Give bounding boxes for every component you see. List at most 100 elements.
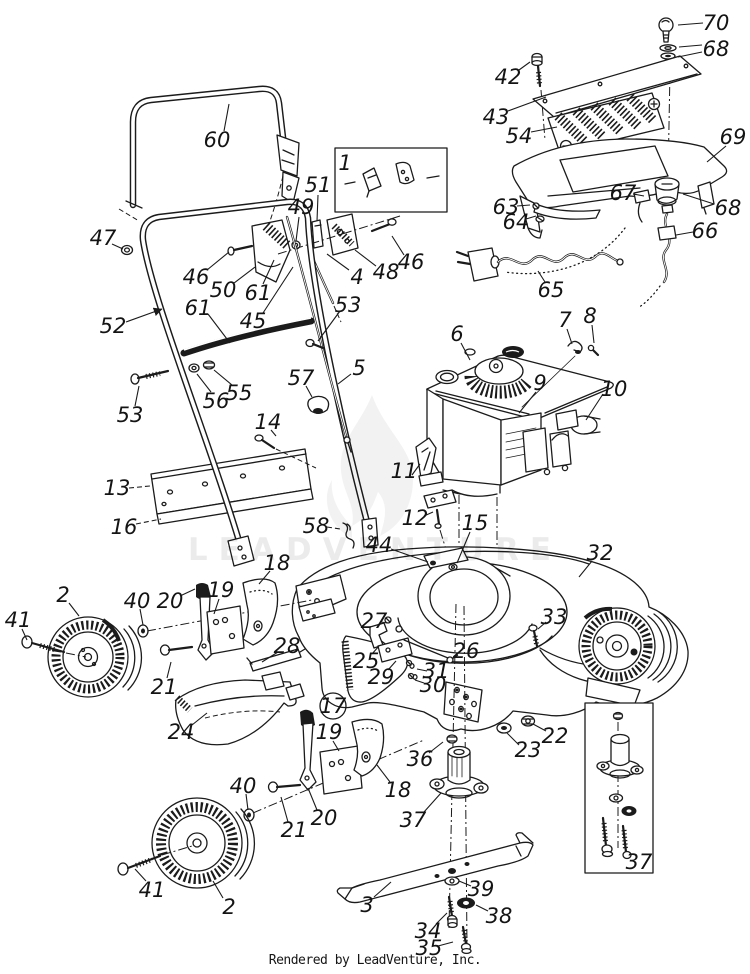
inset-box-1 (334, 147, 448, 213)
part-label-11: 11 (391, 459, 418, 483)
part-label-68: 68 (703, 37, 730, 61)
part-label-14: 14 (255, 410, 282, 434)
inset-box-37 (584, 702, 654, 874)
leader-line-43 (507, 96, 547, 112)
footer-credit: Rendered by LeadVenture, Inc. (268, 953, 482, 968)
part-label-2: 2 (222, 895, 235, 919)
part-label-38: 38 (486, 904, 513, 928)
leader-line-40 (245, 793, 249, 811)
wheel-bracket-set-a (137, 578, 313, 661)
leader-line-18 (258, 570, 271, 585)
part-label-61: 61 (185, 296, 212, 320)
leader-line-47 (111, 243, 124, 250)
leader-line-50 (233, 266, 256, 284)
leader-line-20 (307, 787, 318, 811)
leader-line-27 (380, 621, 388, 624)
leader-line-60 (223, 103, 230, 132)
leader-line-11 (411, 463, 421, 476)
part-label-34: 34 (415, 919, 442, 943)
engine-bracket-art (415, 437, 457, 557)
leader-line-21 (280, 796, 289, 823)
leader-line-68 (678, 44, 703, 48)
wheel-a-art (21, 616, 143, 698)
part-label-40: 40 (124, 589, 151, 613)
part-label-69: 69 (720, 125, 747, 149)
leader-line-14 (270, 429, 277, 437)
spindle-blade-art (336, 734, 534, 955)
part-label-6: 6 (450, 322, 463, 346)
part-label-66: 66 (692, 219, 719, 243)
part-label-48: 48 (373, 260, 400, 284)
leader-line-39 (458, 880, 472, 887)
ignition-switch-art (654, 177, 680, 214)
leader-line-63 (516, 204, 531, 207)
leader-line-13 (128, 485, 151, 489)
part-label-8: 8 (583, 304, 596, 328)
part-label-42: 42 (495, 65, 522, 89)
leader-line-45 (262, 266, 294, 314)
part-label-46: 46 (183, 265, 210, 289)
leader-line-24 (191, 712, 208, 726)
part-label-3: 3 (360, 893, 373, 917)
part-label-29: 29 (368, 665, 395, 689)
part-label-18: 18 (264, 551, 291, 575)
part-label-60: 60 (204, 128, 231, 152)
leader-line-49 (295, 216, 300, 242)
deck-art (291, 546, 689, 948)
leader-line-52 (125, 307, 163, 323)
leader-line-18 (376, 764, 391, 783)
part-label-40: 40 (230, 774, 257, 798)
part-label-55: 55 (226, 381, 253, 405)
deflector-art (174, 648, 306, 746)
leader-line-2 (212, 880, 224, 899)
part-label-26: 26 (453, 639, 480, 663)
part-label-45: 45 (240, 309, 267, 333)
nut-47-art (120, 244, 134, 256)
part-label-64: 64 (503, 210, 530, 234)
leader-line-23 (506, 732, 520, 746)
leader-line-41 (134, 868, 147, 882)
leader-line-15 (456, 531, 471, 564)
part-label-7: 7 (558, 308, 572, 332)
leader-line-3 (373, 881, 392, 898)
leader-line-5 (337, 373, 352, 385)
part-label-24: 24 (168, 720, 195, 744)
leader-line-44 (390, 548, 429, 563)
part-label-19: 19 (208, 578, 235, 602)
leader-line-20 (179, 588, 196, 597)
part-label-19: 19 (316, 720, 343, 744)
leader-line-53 (134, 385, 140, 407)
part-label-67: 67 (610, 181, 637, 205)
screw-46a-art (227, 246, 235, 256)
part-label-30: 30 (420, 673, 447, 697)
part-label-57: 57 (288, 366, 315, 390)
leader-line-58 (326, 526, 341, 530)
leader-line-48 (354, 249, 377, 267)
engine-art (426, 340, 614, 560)
part-label-35: 35 (416, 936, 443, 960)
part-label-47: 47 (90, 226, 117, 250)
part-label-51: 51 (305, 173, 332, 197)
leader-line-61 (262, 259, 275, 285)
part-label-63: 63 (493, 195, 520, 219)
cover-plate-art (532, 55, 702, 118)
part-label-4: 4 (350, 265, 363, 289)
leader-line-4 (326, 253, 350, 271)
leader-line-37 (423, 792, 442, 813)
mounting-panel-art (150, 434, 317, 525)
part-label-25: 25 (353, 649, 380, 673)
leader-line-31 (416, 668, 428, 672)
part-label-52: 52 (100, 314, 127, 338)
part-label-49: 49 (288, 195, 315, 219)
leader-line-10 (585, 393, 604, 421)
leader-line-30 (414, 679, 425, 684)
part-label-46: 46 (398, 250, 425, 274)
upper-handle-art (125, 85, 300, 243)
key-art (658, 17, 674, 43)
part-label-21: 21 (281, 818, 308, 842)
part-label-20: 20 (311, 806, 338, 830)
electric-start-group (455, 17, 728, 309)
part-label-27: 27 (361, 609, 388, 633)
